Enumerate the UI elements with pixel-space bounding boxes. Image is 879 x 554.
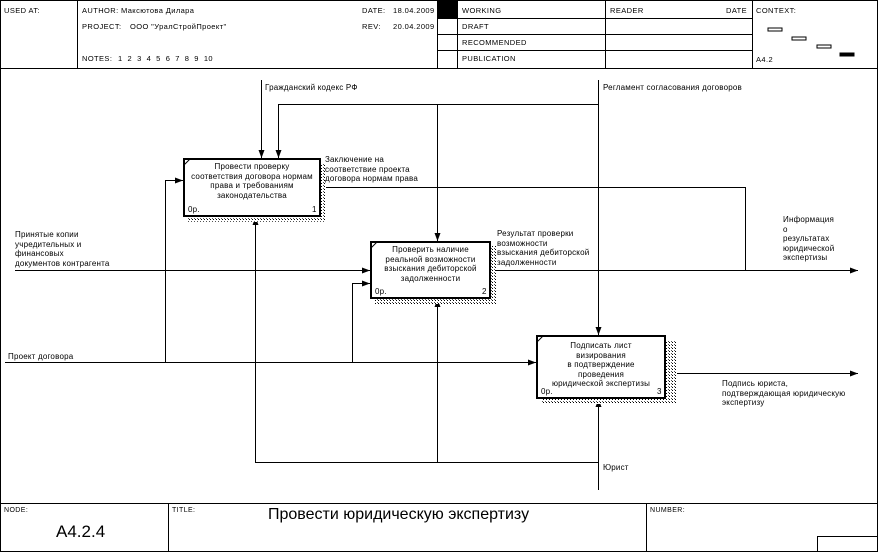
reader-label: READER (610, 6, 644, 15)
label-lawyer: Юрист (603, 463, 629, 472)
author-value: Максютова Дилара (121, 6, 195, 15)
node-label: NODE: (4, 507, 29, 514)
arrow-draft-branch-1 (165, 177, 183, 362)
label-regulation: Регламент согласования договоров (603, 83, 743, 92)
activity-3-number: 3 (657, 387, 662, 396)
activity-2-number: 2 (482, 287, 487, 296)
arrow-lawyer-branch-1 (252, 217, 599, 463)
working-status-marker (438, 1, 457, 18)
activity-box-1[interactable] (183, 158, 326, 222)
arrow-regulation-branch-1 (275, 104, 599, 158)
arrow-draft-branch-2 (352, 280, 370, 362)
activity-box-2[interactable] (370, 241, 496, 304)
status-publication: PUBLICATION (462, 54, 516, 63)
label-copies: Принятые копии учредительных и финансовы… (15, 230, 110, 268)
rev-value: 20.04.2009 (393, 22, 435, 31)
status-working: WORKING (462, 6, 502, 15)
label-conclusion: Заключение на соответствие проекта догов… (325, 155, 419, 183)
activity-box-3[interactable] (536, 335, 677, 404)
activity-2-label: Проверить наличие реальной возможности в… (384, 245, 477, 283)
used-at-label: USED AT: (4, 6, 40, 15)
project-value: ООО "УралСтройПроект" (130, 22, 227, 31)
label-civil-code: Гражданский кодекс РФ (265, 83, 358, 92)
label-draft-contract: Проект договора (8, 352, 74, 361)
activity-3-cost: 0р. (541, 387, 553, 396)
context-label: CONTEXT: (756, 6, 797, 15)
context-node: A4.2 (756, 55, 774, 64)
footer-grid (0, 503, 878, 552)
reader-date-label: DATE (726, 6, 748, 15)
rev-label: REV: (362, 22, 381, 31)
activity-2-cost: 0р. (375, 287, 387, 296)
number-label: NUMBER: (650, 507, 686, 514)
project-label: PROJECT: (82, 22, 122, 31)
status-recommended: RECOMMENDED (462, 38, 527, 47)
activity-1-number: 1 (312, 205, 317, 214)
context-thumbnail (767, 27, 855, 57)
activity-1-label: Провести проверку соответствия договора … (191, 162, 313, 200)
header-grid (0, 0, 878, 69)
label-info: Информация о результатах юридической экс… (783, 215, 835, 262)
arrow-conclusion (320, 187, 746, 270)
date-label: DATE: (362, 6, 386, 15)
label-check-result: Результат проверки возможности взыскания… (497, 229, 590, 267)
diagram-title: Провести юридическую экспертизу (268, 506, 530, 523)
notes-label: NOTES: (82, 54, 113, 63)
date-value: 18.04.2009 (393, 6, 435, 15)
activity-1-cost: 0р. (188, 205, 200, 214)
label-signature: Подпись юриста, подтверждающая юридическ… (722, 379, 846, 407)
title-label: TITLE: (172, 507, 196, 514)
node-value: A4.2.4 (56, 522, 106, 541)
status-draft: DRAFT (462, 22, 489, 31)
notes-value: 1 2 3 4 5 6 7 8 9 10 (118, 54, 213, 63)
activity-3-label: Подписать лист визирования в подтвержден… (551, 341, 651, 388)
author-label: AUTHOR: (82, 6, 119, 15)
arrow-lines (5, 80, 858, 490)
